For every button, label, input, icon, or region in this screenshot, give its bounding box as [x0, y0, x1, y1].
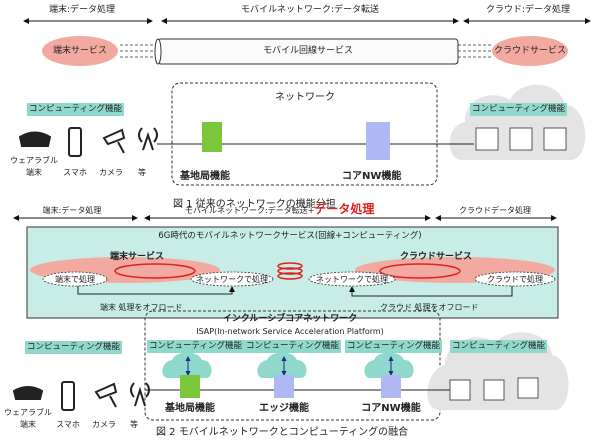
edge-cube	[274, 375, 294, 398]
red-loops	[114, 262, 461, 280]
server-icons	[475, 127, 567, 151]
fig2-terminal-computing: コンピューティング機能	[25, 341, 122, 354]
inclusive-core-label: インクルーシブコアネットワーク	[222, 314, 358, 324]
base-station-computing: コンピューティング機能	[147, 340, 244, 353]
fig1-range-cloud: クラウド:データ処理	[485, 5, 571, 15]
proc-network-label-left: ネットワークで処理	[196, 275, 268, 284]
mobile-line-service-label: モバイル回線サービス	[262, 46, 354, 56]
base-station-cube	[202, 122, 222, 152]
offload-terminal: 端末 処理をオフロード	[100, 303, 183, 312]
cloud-computing-label: コンピューティング機能	[470, 103, 567, 116]
fig2-caption: 図 2 モバイルネットワークとコンピューティングの融合	[156, 427, 409, 438]
offload-arrows	[77, 286, 513, 297]
pipe-dashes	[120, 44, 492, 58]
edge-computing: コンピューティング機能	[244, 340, 341, 353]
fig1-caption: 図 1 従来のネットワークの機能分担	[173, 199, 336, 210]
network-label: ネットワーク	[275, 92, 335, 103]
fig2-cloud-service: クラウドサービス	[400, 252, 473, 262]
inclusive-core-box	[144, 310, 441, 421]
proc-terminal-label: 端末で処理	[55, 275, 95, 284]
fig1-range-terminal: 端末:データ処理	[48, 5, 116, 15]
device-terminal: 端末	[26, 168, 42, 177]
core-nw-computing: コンピューティング機能	[345, 340, 442, 353]
terminal-service-label: 端末サービス	[52, 46, 108, 56]
fig2-device-smartphone: スマホ	[56, 420, 80, 429]
fig2-range-terminal: 端末:データ処理	[42, 206, 102, 215]
terminal-service-ellipse	[42, 36, 118, 66]
fig2-range-cloud: クラウドデータ処理	[459, 206, 531, 215]
core-nw-cube	[366, 122, 390, 160]
fig1-range-mobile: モバイルネットワーク:データ転送	[240, 5, 380, 15]
device-etc: 等	[138, 168, 146, 177]
isap-label: ISAP(In-network Service Acceleration Pla…	[196, 327, 384, 336]
proc-cloud-label: クラウドで処理	[487, 275, 543, 284]
core-nw-label: コアNW機能	[342, 171, 402, 182]
fig2-device-etc: 等	[130, 420, 138, 429]
service-title: 6G時代のモバイルネットワークサービス(回線+コンピューティング)	[158, 231, 422, 241]
device-wearable: ウェアラブル	[10, 156, 58, 165]
edge-label: エッジ機能	[259, 403, 309, 414]
device-smartphone: スマホ	[63, 168, 87, 177]
fig2-core-nw-cube	[381, 375, 401, 398]
fig2-base-station-label: 基地局機能	[165, 403, 215, 414]
proc-network-label-right: ネットワークで処理	[316, 275, 388, 284]
fig2-core-nw-label: コアNW機能	[361, 403, 421, 414]
range-mobile-text: モバイルネットワーク:データ転送+	[185, 206, 315, 215]
proc-cloud-ellipse	[474, 271, 556, 287]
range-mobile-red: データ処理	[314, 202, 375, 216]
fig2-terminal-service: 端末サービス	[110, 252, 165, 262]
offload-cloud: クラウド 処理をオフロード	[380, 303, 479, 312]
fig2-server-icons	[449, 377, 539, 401]
bidirectional-arrows	[185, 356, 394, 376]
fig2-device-terminal: 端末	[20, 420, 36, 429]
proc-network-ellipse-right	[308, 271, 396, 287]
fig2-device-icons	[12, 381, 150, 411]
fig2-device-wearable: ウェアラブル	[4, 408, 52, 417]
fig2-base-station-cube	[180, 375, 200, 398]
fig1-device-icons	[18, 127, 158, 157]
fig2-cloud-computing: コンピューティング機能	[450, 340, 547, 353]
base-station-label: 基地局機能	[180, 171, 230, 182]
terminal-computing-label: コンピューティング機能	[27, 103, 124, 116]
cloud-service-ellipse	[492, 36, 568, 66]
cloud-service-label: クラウドサービス	[493, 46, 567, 56]
small-clouds	[162, 352, 414, 378]
device-camera: カメラ	[99, 168, 123, 177]
proc-terminal-ellipse	[42, 271, 108, 287]
fig2-device-camera: カメラ	[92, 420, 116, 429]
